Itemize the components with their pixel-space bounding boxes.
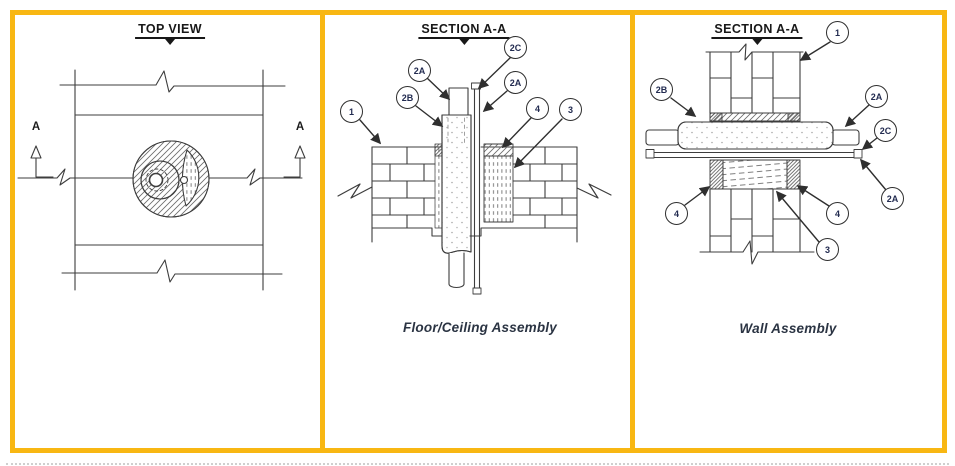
- panel-divider-2: [630, 10, 635, 453]
- panel-title-floor-section: SECTION A-A: [418, 20, 510, 45]
- callout-bubble: 2B: [396, 86, 419, 109]
- callout-bubble: 2C: [504, 36, 527, 59]
- callout-bubble: 4: [665, 202, 688, 225]
- callout-bubble: 2C: [874, 119, 897, 142]
- callout-bubble: 2A: [504, 71, 527, 94]
- callout-bubble: 2A: [408, 59, 431, 82]
- callout-bubble: 4: [526, 97, 549, 120]
- callout-bubble: 1: [826, 21, 849, 44]
- page-edge-line: [6, 463, 949, 465]
- panel-divider-1: [320, 10, 325, 453]
- title-pointer-icon: [165, 39, 175, 45]
- sheet-frame: [10, 10, 947, 453]
- floor-section-title: SECTION A-A: [418, 22, 510, 39]
- floor-ceiling-caption: Floor/Ceiling Assembly: [403, 320, 557, 335]
- callout-bubble: 2A: [881, 187, 904, 210]
- section-cut-marker-left: [30, 145, 54, 178]
- callout-bubble: 2B: [650, 78, 673, 101]
- wall-assembly-caption: Wall Assembly: [739, 321, 837, 336]
- callout-bubble: 4: [826, 202, 849, 225]
- floor-ceiling-drawing: [337, 82, 612, 295]
- top-view-title: TOP VIEW: [135, 22, 205, 39]
- section-letter-right: A: [295, 121, 305, 133]
- title-pointer-icon: [752, 39, 762, 45]
- callout-bubble: 2A: [865, 85, 888, 108]
- panel-title-top-view: TOP VIEW: [135, 20, 205, 45]
- callout-leaders: [359, 41, 887, 243]
- callout-bubble: 1: [340, 100, 363, 123]
- wall-section-title: SECTION A-A: [711, 22, 803, 39]
- pipe-penetration-plan: [132, 140, 210, 218]
- title-pointer-icon: [459, 39, 469, 45]
- section-letter-left: A: [31, 121, 41, 133]
- wall-assembly-drawing: [645, 43, 863, 265]
- panel-title-wall-section: SECTION A-A: [711, 20, 803, 45]
- callout-bubble: 3: [559, 98, 582, 121]
- callout-bubble: 3: [816, 238, 839, 261]
- section-cut-marker-right: [283, 145, 306, 178]
- top-view-drawing: [17, 69, 306, 291]
